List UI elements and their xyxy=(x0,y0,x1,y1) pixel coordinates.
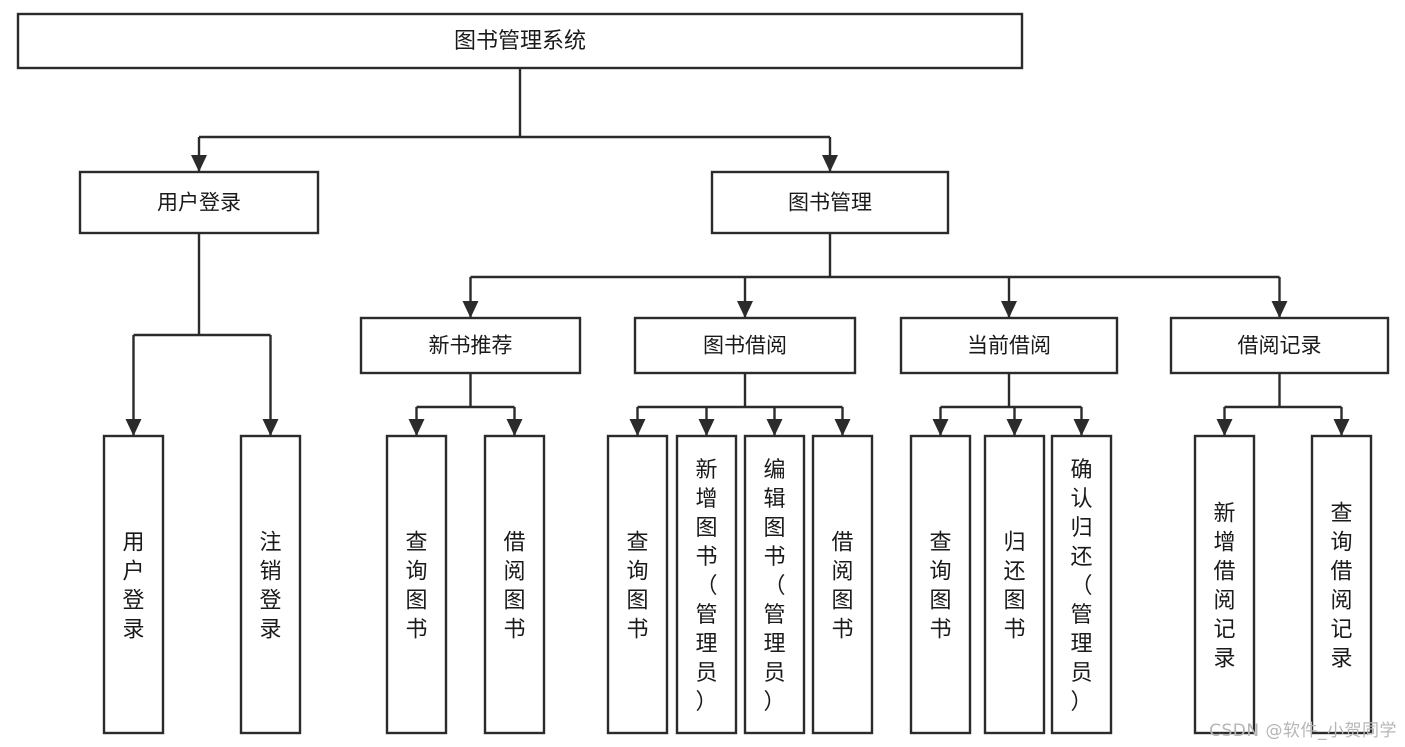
root-node[interactable]: 图书管理系统 xyxy=(16,12,1024,70)
node-label-leaf-query-book-1: 查询图书 xyxy=(405,531,427,643)
arrow-icon-leaf-query-book-3 xyxy=(932,419,949,436)
node-label-leaf-confirm-return: 确认归还（管理员） xyxy=(1070,458,1092,715)
arrow-icon-borrow-record xyxy=(1271,301,1288,318)
arrow-icon-leaf-query-record xyxy=(1333,419,1350,436)
node-label-leaf-add-book: 新增图书（管理员） xyxy=(695,458,717,715)
node-box-leaf-add-record[interactable] xyxy=(1193,434,1256,735)
leaf-node[interactable]: 确认归还（管理员） xyxy=(1050,434,1113,735)
arrow-icon-leaf-borrow-book-2 xyxy=(834,419,851,436)
watermark-text: CSDN @软件_小贺同学 xyxy=(1209,721,1397,741)
arrow-icon-leaf-borrow-book-1 xyxy=(506,419,523,436)
level2-node[interactable]: 用户登录 xyxy=(78,170,320,235)
leaf-node[interactable]: 注销登录 xyxy=(239,434,302,735)
node-box-leaf-query-record[interactable] xyxy=(1310,434,1373,735)
node-label-root: 图书管理系统 xyxy=(454,29,586,54)
node-box-leaf-query-book-2[interactable] xyxy=(606,434,669,735)
node-label-leaf-add-record: 新增借阅记录 xyxy=(1213,502,1235,672)
arrow-icon-leaf-edit-book xyxy=(766,419,783,436)
node-box-leaf-borrow-book-2[interactable] xyxy=(811,434,874,735)
node-label-leaf-return-book: 归还图书 xyxy=(1003,531,1025,643)
node-box-leaf-return-book[interactable] xyxy=(983,434,1046,735)
node-label-book-borrow: 图书借阅 xyxy=(703,334,787,358)
node-box-current-borrow[interactable] xyxy=(899,316,1119,375)
edge-layer xyxy=(125,68,1350,436)
node-label-leaf-logout: 注销登录 xyxy=(259,531,281,643)
arrow-icon-leaf-user-login xyxy=(125,419,142,436)
node-box-leaf-logout[interactable] xyxy=(239,434,302,735)
leaf-node[interactable]: 用户登录 xyxy=(102,434,165,735)
arrow-icon-new-book-rec xyxy=(462,301,479,318)
node-label-leaf-query-record: 查询借阅记录 xyxy=(1330,502,1352,672)
leaf-node[interactable]: 查询图书 xyxy=(385,434,448,735)
arrow-icon-leaf-query-book-2 xyxy=(629,419,646,436)
level3-node[interactable]: 新书推荐 xyxy=(359,316,582,375)
node-label-leaf-borrow-book-1: 借阅图书 xyxy=(503,531,525,643)
leaf-node[interactable]: 查询图书 xyxy=(606,434,669,735)
leaf-node[interactable]: 借阅图书 xyxy=(811,434,874,735)
arrow-icon-user-login xyxy=(191,155,207,172)
node-box-book-borrow[interactable] xyxy=(633,316,857,375)
level3-node[interactable]: 当前借阅 xyxy=(899,316,1119,375)
leaf-node[interactable]: 新增图书（管理员） xyxy=(675,434,738,735)
arrow-icon-leaf-confirm-return xyxy=(1073,419,1090,436)
node-label-book-manage: 图书管理 xyxy=(788,191,872,215)
node-box-leaf-borrow-book-1[interactable] xyxy=(483,434,546,735)
level2-node[interactable]: 图书管理 xyxy=(710,170,950,235)
node-label-borrow-record: 借阅记录 xyxy=(1238,334,1322,358)
leaf-node[interactable]: 查询图书 xyxy=(909,434,972,735)
leaf-node[interactable]: 查询借阅记录 xyxy=(1310,434,1373,735)
arrow-icon-book-manage xyxy=(822,155,838,172)
node-label-leaf-user-login: 用户登录 xyxy=(122,531,144,643)
node-label-user-login: 用户登录 xyxy=(157,191,241,215)
node-box-leaf-query-book-1[interactable] xyxy=(385,434,448,735)
node-box-book-manage[interactable] xyxy=(710,170,950,235)
node-label-leaf-edit-book: 编辑图书（管理员） xyxy=(763,458,785,715)
arrow-icon-leaf-return-book xyxy=(1006,419,1023,436)
node-label-leaf-borrow-book-2: 借阅图书 xyxy=(831,531,853,643)
node-box-user-login[interactable] xyxy=(78,170,320,235)
arrow-icon-leaf-query-book-1 xyxy=(408,419,425,436)
node-label-current-borrow: 当前借阅 xyxy=(967,334,1051,358)
leaf-node[interactable]: 借阅图书 xyxy=(483,434,546,735)
arrow-icon-leaf-add-book xyxy=(698,419,715,436)
leaf-node[interactable]: 归还图书 xyxy=(983,434,1046,735)
node-box-leaf-edit-book[interactable] xyxy=(743,434,806,735)
node-label-leaf-query-book-3: 查询图书 xyxy=(929,531,951,643)
node-box-leaf-user-login[interactable] xyxy=(102,434,165,735)
level3-node[interactable]: 图书借阅 xyxy=(633,316,857,375)
node-label-leaf-query-book-2: 查询图书 xyxy=(626,531,648,643)
node-label-new-book-rec: 新书推荐 xyxy=(429,334,513,358)
leaf-node[interactable]: 编辑图书（管理员） xyxy=(743,434,806,735)
node-box-borrow-record[interactable] xyxy=(1169,316,1390,375)
leaf-node[interactable]: 新增借阅记录 xyxy=(1193,434,1256,735)
node-box-new-book-rec[interactable] xyxy=(359,316,582,375)
node-box-leaf-query-book-3[interactable] xyxy=(909,434,972,735)
node-layer: 图书管理系统用户登录图书管理新书推荐图书借阅当前借阅借阅记录用户登录注销登录查询… xyxy=(16,12,1390,735)
arrow-icon-current-borrow xyxy=(1001,301,1017,318)
arrow-icon-book-borrow xyxy=(737,301,753,318)
arrow-icon-leaf-add-record xyxy=(1216,419,1233,436)
node-box-root[interactable] xyxy=(16,12,1024,70)
node-box-leaf-confirm-return[interactable] xyxy=(1050,434,1113,735)
arrow-icon-leaf-logout xyxy=(262,419,279,436)
node-box-leaf-add-book[interactable] xyxy=(675,434,738,735)
level3-node[interactable]: 借阅记录 xyxy=(1169,316,1390,375)
